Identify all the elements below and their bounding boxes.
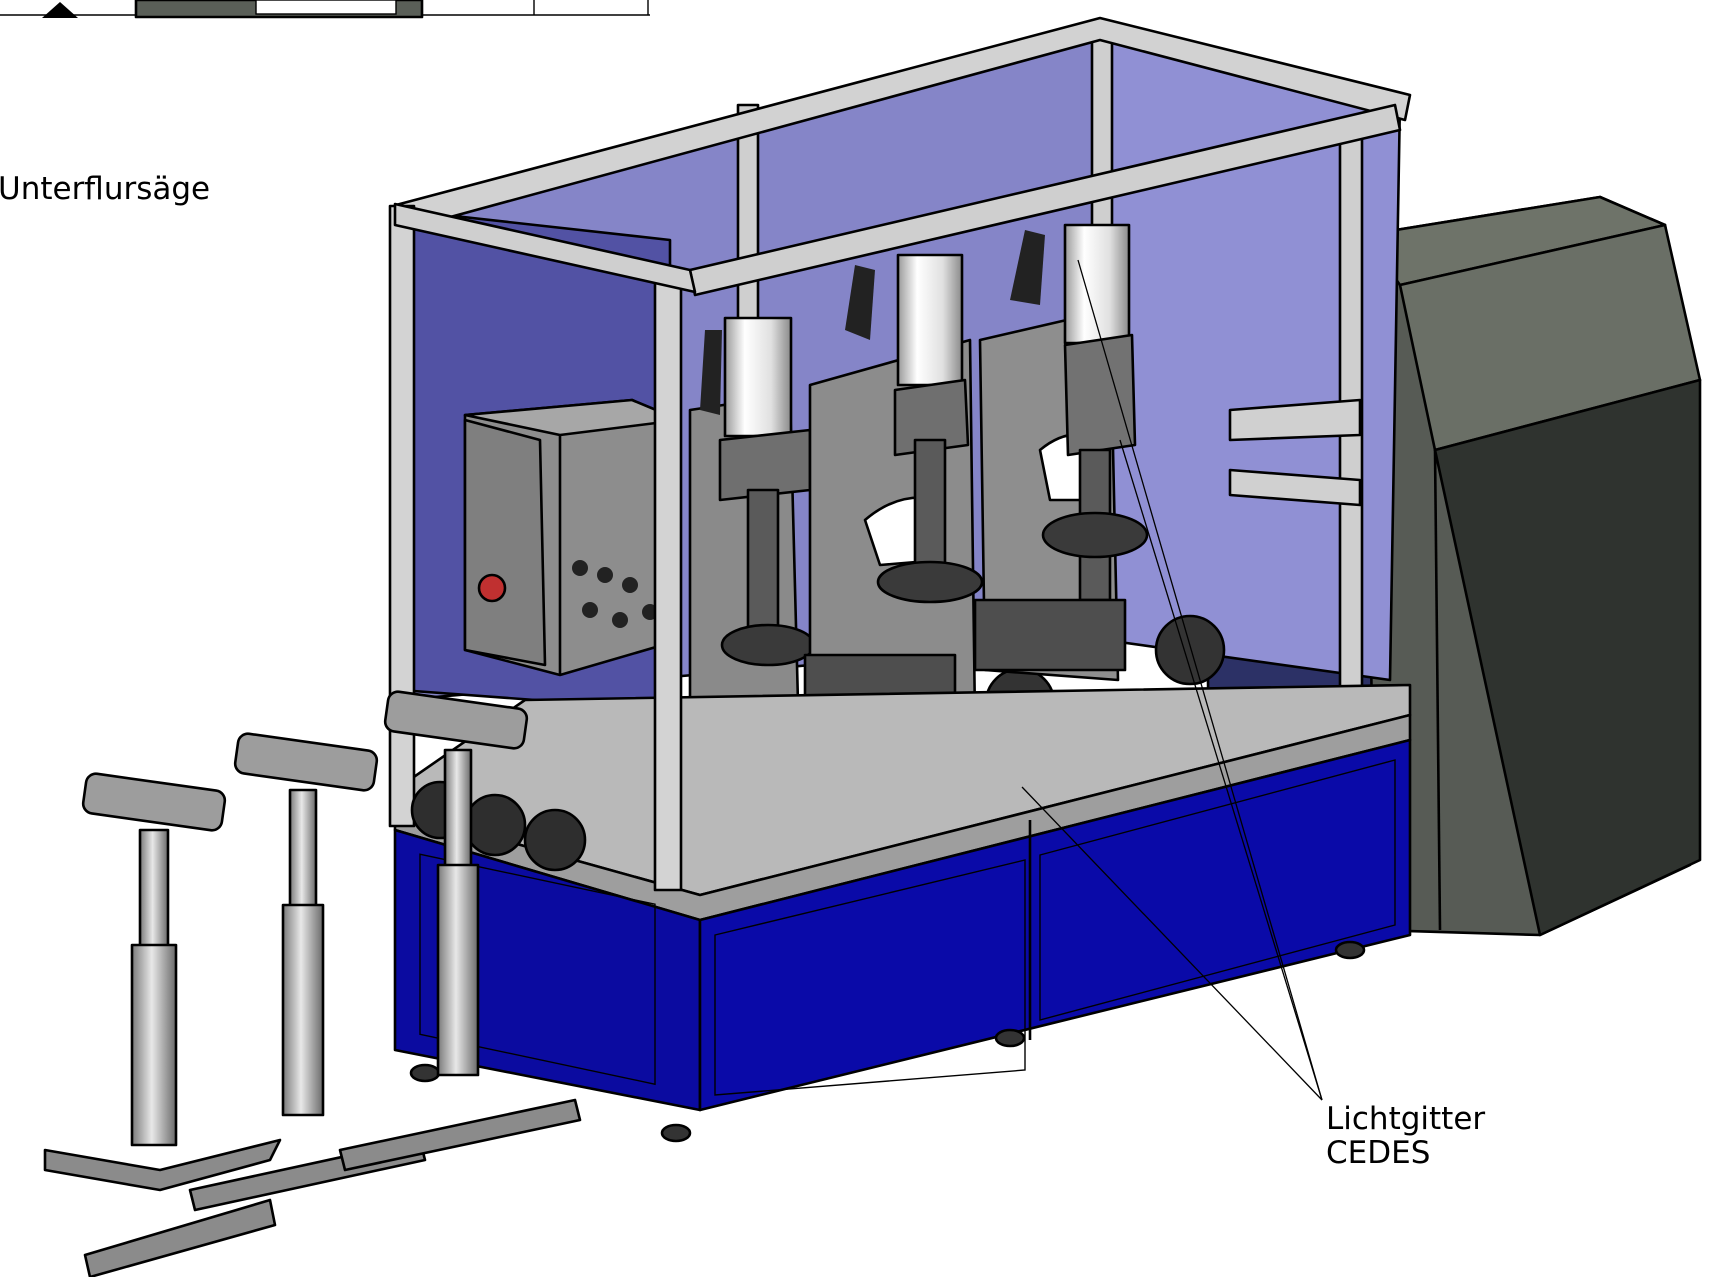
light-grid-leader-lines — [1021, 259, 1323, 1101]
press-unit-right — [973, 223, 1226, 686]
roller-stand-1 — [43, 772, 282, 1279]
roller-stand-3 — [338, 690, 582, 1172]
press-unit-left — [668, 316, 894, 791]
roller-stand-2 — [188, 732, 427, 1212]
control-cabinet — [463, 398, 682, 677]
front-post-mid — [653, 278, 683, 892]
cutting-table-base — [393, 683, 1412, 1143]
light-grid-label-line1: Lichtgitter — [1326, 1101, 1486, 1137]
side-handle-rail — [1228, 398, 1362, 442]
drawing-fragment-top — [0, 0, 650, 19]
light-grid-label-line2: CEDES — [1326, 1135, 1431, 1171]
light-grid-label: Lichtgitter CEDES — [1326, 1102, 1485, 1170]
saw-label: Unterflursäge — [0, 171, 211, 207]
